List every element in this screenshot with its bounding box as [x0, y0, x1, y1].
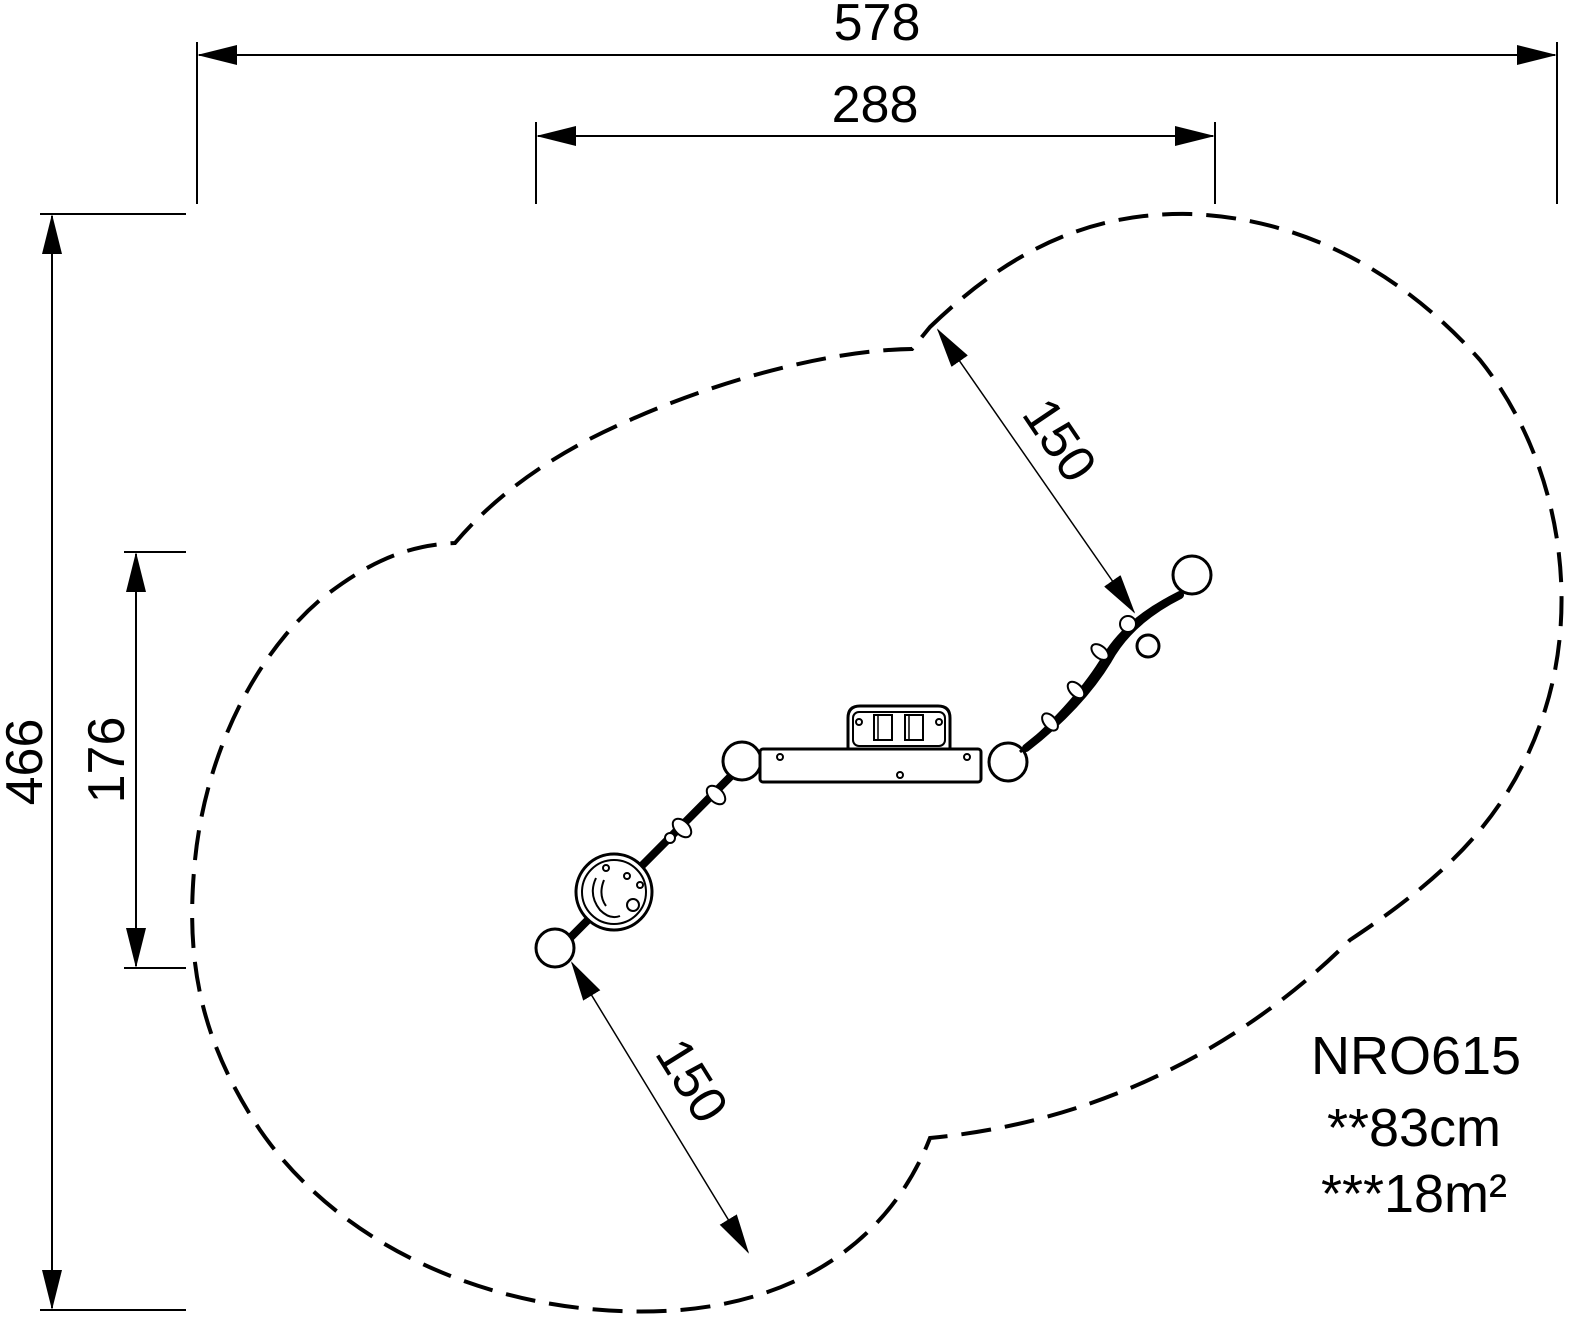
inner-depth-label: 176: [78, 717, 136, 804]
ring-handle: [1135, 633, 1161, 659]
round-stepping-plate: [574, 852, 654, 932]
inner-width-label: 288: [832, 76, 919, 134]
center-beam: [758, 747, 983, 784]
equipment-plan: [534, 554, 1213, 969]
post-center-left: [721, 740, 763, 782]
post-top-right: [1171, 554, 1213, 596]
dimension-inner-depth: 176: [78, 551, 186, 969]
step-panel: [846, 704, 952, 751]
product-height: **83cm: [1327, 1098, 1501, 1158]
dimension-overall-depth: 466: [0, 213, 186, 1311]
dimension-clearance-bottom: 150: [570, 961, 750, 1254]
clearance-top-label: 150: [1011, 388, 1108, 492]
safety-zone-outline: [190, 211, 1564, 1314]
product-area: ***18m²: [1321, 1164, 1507, 1224]
product-info: NRO615 **83cm ***18m²: [1311, 1026, 1521, 1224]
dimension-overall-width: 578: [196, 0, 1558, 204]
post-bottom-left: [534, 927, 576, 969]
dimension-inner-width: 288: [535, 76, 1216, 204]
clearance-bottom-label: 150: [644, 1029, 739, 1133]
post-center-right: [987, 741, 1029, 783]
rope-bridge-right: [1018, 588, 1187, 754]
product-code: NRO615: [1311, 1026, 1521, 1086]
dimension-clearance-top: 150: [936, 328, 1136, 614]
overall-depth-label: 466: [0, 719, 54, 806]
overall-width-label: 578: [834, 0, 921, 52]
